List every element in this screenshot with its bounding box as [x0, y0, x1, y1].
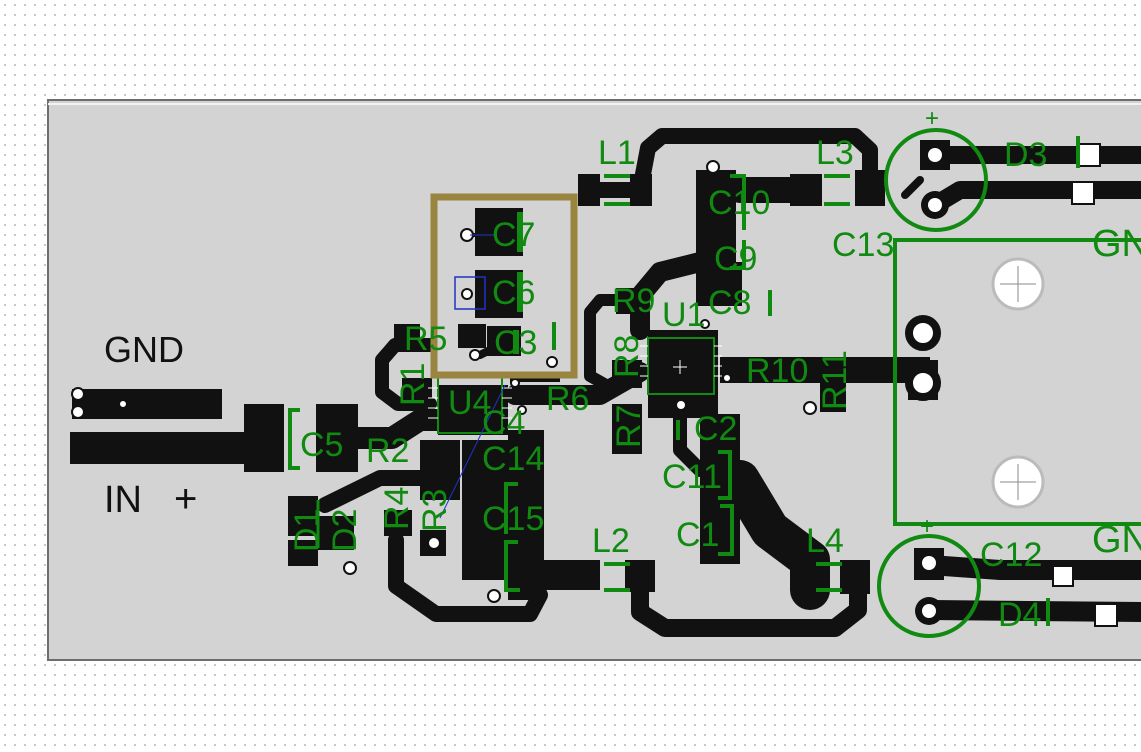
- label-r3[interactable]: R3: [416, 489, 454, 532]
- label-r6[interactable]: R6: [546, 380, 589, 418]
- label-c4[interactable]: C4: [482, 404, 525, 442]
- gnd-bottom-right-label: GN: [1092, 519, 1141, 561]
- label-d2[interactable]: D2: [326, 509, 364, 552]
- label-c12[interactable]: C12: [980, 536, 1042, 574]
- c13-outline: [893, 238, 1141, 526]
- label-c7[interactable]: C7: [492, 216, 535, 254]
- in-input-label: IN: [104, 479, 142, 521]
- selected-pad-marker[interactable]: [454, 276, 486, 310]
- label-r1[interactable]: R1: [394, 363, 432, 406]
- label-u1[interactable]: U1: [662, 296, 705, 334]
- label-c5[interactable]: C5: [300, 426, 343, 464]
- cap-bottom-circle: [877, 534, 981, 638]
- cap-pads: [914, 140, 950, 625]
- label-c8[interactable]: C8: [708, 284, 751, 322]
- label-c6[interactable]: C6: [492, 274, 535, 312]
- label-c14[interactable]: C14: [482, 440, 544, 478]
- label-r10[interactable]: R10: [746, 352, 808, 390]
- label-d4[interactable]: D4: [998, 596, 1041, 634]
- label-c13[interactable]: C13: [832, 226, 894, 264]
- label-c10[interactable]: C10: [708, 184, 770, 222]
- label-r5[interactable]: R5: [404, 320, 447, 358]
- label-r8[interactable]: R8: [608, 335, 646, 378]
- label-c11[interactable]: C11: [662, 458, 722, 496]
- cap-bottom-polarity: +: [920, 513, 934, 540]
- gnd-top-right-label: GN: [1092, 223, 1141, 265]
- label-c1[interactable]: C1: [676, 516, 719, 554]
- label-r7[interactable]: R7: [610, 405, 648, 448]
- edge-pads: [1052, 143, 1118, 627]
- label-d1[interactable]: D1: [288, 509, 326, 552]
- label-c2[interactable]: C2: [694, 410, 737, 448]
- label-l4[interactable]: L4: [806, 522, 844, 560]
- labels: GND IN + GN GN + + L1 L2 L3 L4 C1 C2 C3 …: [104, 105, 1141, 634]
- label-l2[interactable]: L2: [592, 522, 630, 560]
- label-c15[interactable]: C15: [482, 500, 544, 538]
- label-r2[interactable]: R2: [366, 432, 409, 470]
- ratsnest-line: [439, 384, 506, 519]
- gnd-input-label: GND: [104, 329, 184, 370]
- mounting-holes: [905, 257, 1045, 509]
- label-r4[interactable]: R4: [378, 487, 416, 530]
- selection-highlight[interactable]: [430, 193, 578, 379]
- label-c9[interactable]: C9: [714, 240, 757, 278]
- cap-top-circle: [884, 128, 988, 232]
- cap-top-polarity: +: [925, 105, 939, 132]
- label-u4[interactable]: U4: [448, 384, 491, 422]
- label-c3[interactable]: C3: [494, 324, 537, 362]
- gnd-input-pad[interactable]: [72, 389, 222, 419]
- in-polarity-label: +: [174, 477, 197, 521]
- label-l3[interactable]: L3: [816, 134, 854, 172]
- label-r9[interactable]: R9: [612, 282, 655, 320]
- label-d3[interactable]: D3: [1004, 136, 1047, 174]
- label-l1[interactable]: L1: [598, 134, 636, 172]
- label-r11[interactable]: R11: [816, 350, 854, 410]
- in-input-pad[interactable]: [70, 432, 246, 464]
